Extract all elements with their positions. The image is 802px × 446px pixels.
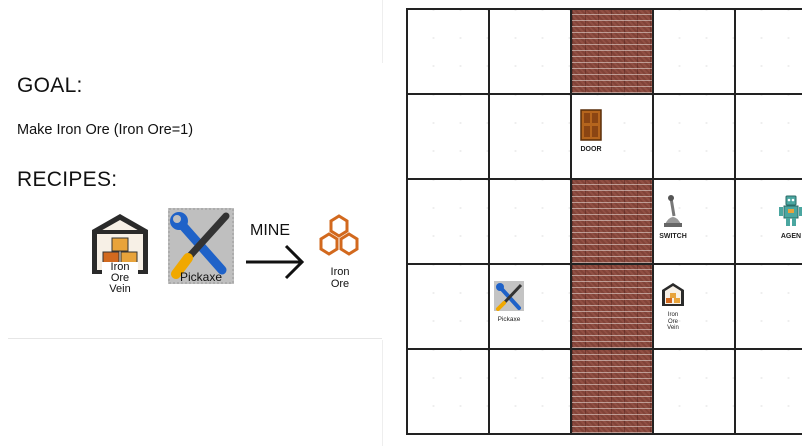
vein-cell[interactable]: Iron Ore Vein [654,265,736,350]
grid-cell[interactable] [736,10,802,95]
agent-label: AGEN [780,233,802,240]
brick-wall-cell [572,265,654,350]
grid-cell[interactable] [736,350,802,435]
grid-cell[interactable] [736,95,802,180]
grid-cell[interactable] [408,95,490,180]
iron-ore-icon [316,214,362,260]
pickaxe-cell[interactable]: Pickaxe [490,265,572,350]
left-panel: GOAL: Make Iron Ore (Iron Ore=1) RECIPES… [0,0,384,446]
arrow-right-icon [244,242,306,287]
top-card [8,0,383,63]
game-grid: DOOR SWITCH [406,8,802,446]
recipes-heading: RECIPES: [17,168,118,191]
iron-ore-label: Iron Ore [330,266,350,290]
grid-cell[interactable] [408,265,490,350]
door-cell[interactable]: DOOR [572,95,654,180]
grid-cell[interactable] [654,95,736,180]
door-label: DOOR [580,146,602,153]
switch-icon: SWITCH [656,194,690,241]
switch-label: SWITCH [659,233,687,240]
vein-label: Iron Ore Vein [102,262,138,295]
grid-cell[interactable] [408,180,490,265]
brick-wall-cell [572,350,654,435]
brick-wall-cell [572,180,654,265]
mine-label: MINE [250,222,290,239]
agent-icon: AGEN [774,194,802,241]
pickaxe-icon [168,208,234,284]
vein-item-label: Iron Ore Vein [667,312,679,331]
agent-cell[interactable]: AGEN [736,180,802,265]
recipe-row: Iron Ore Vein Pickaxe MINE [88,208,388,318]
grid-cell[interactable] [408,10,490,95]
switch-cell[interactable]: SWITCH [654,180,736,265]
grid-cell[interactable] [408,350,490,435]
grid-cell[interactable] [490,350,572,435]
instructions-card: GOAL: Make Iron Ore (Iron Ore=1) RECIPES… [8,62,382,339]
goal-text: Make Iron Ore (Iron Ore=1) [17,122,194,138]
goal-heading: GOAL: [17,74,83,97]
bottom-card [8,340,383,446]
iron-ore-vein-item-icon: Iron Ore Vein [656,281,690,332]
grid-cell[interactable] [490,95,572,180]
pickaxe-label: Pickaxe [179,270,223,284]
grid-cell[interactable] [490,180,572,265]
pickaxe-item-icon: Pickaxe [492,281,526,324]
grid-cell[interactable] [736,265,802,350]
grid-cell[interactable] [490,10,572,95]
grid-cell[interactable] [654,350,736,435]
pickaxe-item-label: Pickaxe [497,316,521,323]
brick-wall-cell [572,10,654,95]
door-icon: DOOR [576,109,606,154]
grid-cell[interactable] [654,10,736,95]
